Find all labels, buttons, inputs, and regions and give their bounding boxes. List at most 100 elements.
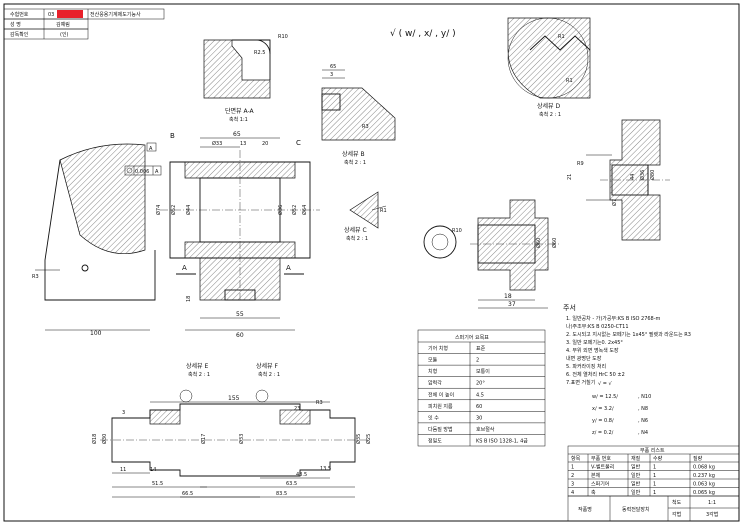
sheet-border [3, 3, 740, 522]
spur-row-label: 모듈 [428, 358, 438, 364]
runout-datum: A [155, 169, 159, 175]
work-name: 동력전달장치 [622, 506, 650, 513]
parts-title: 부품 리스트 [640, 447, 665, 454]
body-section-view: 65 Ø33 13 20 Ø74 Ø52 Ø44 Ø36 Ø52 Ø64 18 … [124, 131, 320, 339]
notes-title: 주서 [563, 303, 576, 312]
svg-text:65: 65 [233, 131, 241, 138]
detail-view-c: R1 상세뷰 C 축척 2 : 1 [344, 191, 387, 242]
detail-c-scale: 축척 2 : 1 [346, 235, 368, 242]
exam-title: 전산응용기계제도기능사 [90, 11, 141, 18]
svg-text:66.5: 66.5 [182, 491, 193, 497]
datum-a: A [149, 146, 153, 152]
svg-text:나)주조부:KS B 0250-CT11: 나)주조부:KS B 0250-CT11 [566, 323, 629, 330]
spur-row-label: 치형 [428, 368, 437, 375]
svg-text:, N10: , N10 [638, 394, 651, 400]
svg-text:Ø33: Ø33 [212, 140, 222, 147]
parts-cell: 축 [591, 489, 596, 496]
svg-text:Ø64: Ø64 [301, 205, 308, 215]
svg-text:13: 13 [240, 141, 246, 147]
spur-row-value: 20° [476, 381, 485, 387]
svg-text:60: 60 [236, 332, 244, 339]
supervisor-value: (인) [60, 31, 69, 38]
runout-tolerance: 0.006 [135, 169, 149, 175]
svg-text:Ø30: Ø30 [101, 434, 108, 444]
svg-text:x∕ = 3.2∕: x∕ = 3.2∕ [592, 406, 614, 412]
svg-text:R3: R3 [32, 274, 39, 280]
svg-text:R1: R1 [380, 208, 387, 214]
svg-text:, N6: , N6 [638, 418, 648, 424]
spur-row-value: 30 [476, 415, 482, 421]
parts-cell: 일반 [631, 472, 641, 479]
svg-text:R3: R3 [316, 400, 323, 406]
detail-c-title: 상세뷰 C [344, 226, 367, 234]
parts-cell: 4 [571, 490, 574, 496]
svg-text:Ø60: Ø60 [551, 238, 558, 248]
detail-f-title: 상세뷰 F [256, 362, 278, 370]
svg-text:63.5: 63.5 [286, 481, 297, 487]
title-block: 작품명 동력전달장치 척도 1:1 각법 3각법 [567, 495, 740, 522]
spur-row-label: 정밀도 [428, 438, 442, 445]
svg-text:Ø52: Ø52 [291, 205, 298, 215]
parts-header: 재질 [631, 455, 641, 462]
section-marker-a-left: A [182, 264, 187, 272]
svg-text:18: 18 [504, 293, 512, 300]
surface-symbol-header: √ ( w∕ , x∕ , y∕ ) [390, 28, 456, 39]
exam-no-value: 03 [48, 12, 54, 18]
spur-row-label: 기어 치형 [428, 345, 448, 352]
svg-text:14: 14 [150, 467, 156, 473]
parts-cell: 일반 [631, 481, 641, 488]
parts-cell: 1 [653, 473, 656, 479]
parts-cell: 0.065 kg [693, 490, 715, 496]
svg-text:23: 23 [294, 406, 300, 412]
pulley-section-view: 21 R9 44 Ø36 Ø80 Ø7 [567, 119, 670, 241]
detail-view-d: R1 R1 상세뷰 D 축척 2 : 1 [507, 17, 591, 118]
detail-d-scale: 축척 2 : 1 [539, 111, 561, 118]
svg-text:37: 37 [508, 301, 516, 308]
surface-finish-legend: √ = √ w∕ = 12.5∕ , N10 x∕ = 3.2∕ , N8 y∕… [592, 381, 651, 436]
name-label: 성 명 [10, 21, 21, 28]
svg-text:R10: R10 [452, 228, 462, 234]
spur-row-label: 잇 수 [428, 414, 439, 421]
svg-text:Ø25: Ø25 [365, 434, 372, 444]
svg-text:√ = √: √ = √ [598, 381, 613, 387]
body-front-view: R3 100 A [32, 142, 157, 337]
parts-header: 항목 [571, 455, 581, 462]
svg-text:w∕ = 12.5∕: w∕ = 12.5∕ [592, 394, 618, 400]
parts-cell: 1 [653, 465, 656, 471]
spur-row-label: 다듬질 방법 [428, 426, 453, 433]
exam-no-label: 수험번호 [10, 11, 29, 18]
detail-b-title: 상세뷰 B [342, 150, 365, 158]
detail-e-scale: 축척 2 : 1 [188, 371, 210, 378]
name-value: 김예림 [56, 21, 70, 28]
parts-header: 질량 [693, 455, 703, 462]
parts-cell: 일반 [631, 464, 641, 471]
svg-text:18: 18 [186, 296, 192, 302]
spur-row-value: KS B ISO 1328-1, 4급 [476, 439, 528, 445]
spur-row-label: 전체 이 높이 [428, 391, 454, 398]
svg-text:Ø74: Ø74 [155, 205, 162, 215]
angle-value: 3각법 [706, 511, 718, 518]
svg-text:48.5: 48.5 [296, 472, 307, 478]
svg-text:3: 3 [122, 410, 125, 416]
svg-text:3. 일반 모떼기는0. 2x45°: 3. 일반 모떼기는0. 2x45° [566, 339, 623, 346]
svg-text:Ø52: Ø52 [170, 205, 177, 215]
svg-text:4. 부위 외면 명녹색 도장: 4. 부위 외면 명녹색 도장 [566, 347, 619, 354]
spur-row-value: 표준 [476, 346, 486, 352]
section-aa-scale: 축척 1:1 [229, 116, 248, 123]
svg-text:R2.5: R2.5 [254, 50, 265, 56]
spur-gear-view: R10 Ø60 Ø60 18 37 [423, 199, 560, 309]
svg-text:20: 20 [262, 141, 268, 147]
svg-text:Ø17: Ø17 [200, 434, 207, 444]
section-marker-a-right: A [286, 264, 291, 272]
svg-text:Ø7: Ø7 [611, 199, 618, 206]
svg-text:155: 155 [228, 395, 240, 402]
spur-row-value: 호브절삭 [476, 426, 495, 433]
parts-cell: 0.237 kg [693, 473, 715, 479]
svg-text:Ø18: Ø18 [91, 434, 98, 444]
svg-text:Ø36: Ø36 [277, 205, 284, 215]
spur-table-title: 스퍼기어 요목표 [455, 334, 489, 341]
svg-text:65: 65 [330, 64, 336, 70]
svg-text:13.5: 13.5 [320, 466, 331, 472]
